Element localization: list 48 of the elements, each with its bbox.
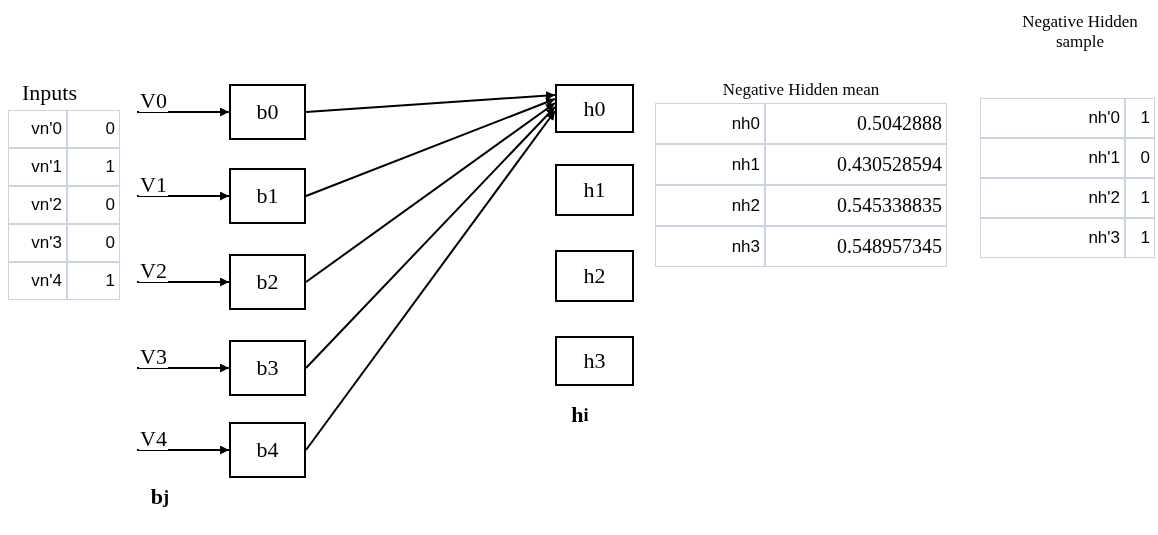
table-cell: 1 [67,148,120,186]
table-cell: 0.430528594 [765,144,947,185]
neuron-box: h3 [555,336,634,386]
table-cell: vn'2 [8,186,67,224]
arrow [305,106,556,369]
table-title: Inputs [22,80,78,106]
neuron-box: b1 [229,168,306,224]
arrow [136,363,230,373]
table-cell: nh'0 [980,98,1125,138]
neuron-box: b2 [229,254,306,310]
neuron-box: h2 [555,250,634,302]
table-cell: 0 [67,224,120,262]
table-title: Negative Hidden mean [721,78,881,101]
arrow [136,107,230,117]
table-cell: nh1 [655,144,765,185]
neuron-box: h1 [555,164,634,216]
arrow [136,191,230,201]
table-title: Negative Hidden sample [1021,10,1139,53]
table-cell: 1 [1125,178,1155,218]
table-cell: 1 [67,262,120,300]
arrow [136,445,230,455]
table-cell: vn'3 [8,224,67,262]
table-cell: 1 [1125,98,1155,138]
table-cell: 0.5042888 [765,103,947,144]
table-cell: vn'0 [8,110,67,148]
table-cell: 0.545338835 [765,185,947,226]
table-cell: 1 [1125,218,1155,258]
arrow [305,91,556,113]
table-cell: nh2 [655,185,765,226]
table-cell: nh0 [655,103,765,144]
table-cell: 0 [67,186,120,224]
neuron-box: b0 [229,84,306,140]
arrow [136,277,230,287]
neuron-box: b4 [229,422,306,478]
arrow [305,102,556,283]
arrow [305,110,556,451]
table-cell: 0.548957345 [765,226,947,267]
table-cell: nh'2 [980,178,1125,218]
table-cell: 0 [1125,138,1155,178]
neuron-box: h0 [555,84,634,133]
neuron-box: b3 [229,340,306,396]
table-cell: vn'1 [8,148,67,186]
table-cell: vn'4 [8,262,67,300]
table-cell: 0 [67,110,120,148]
table-cell: nh3 [655,226,765,267]
arrow [305,98,556,197]
table-cell: nh'3 [980,218,1125,258]
table-cell: nh'1 [980,138,1125,178]
